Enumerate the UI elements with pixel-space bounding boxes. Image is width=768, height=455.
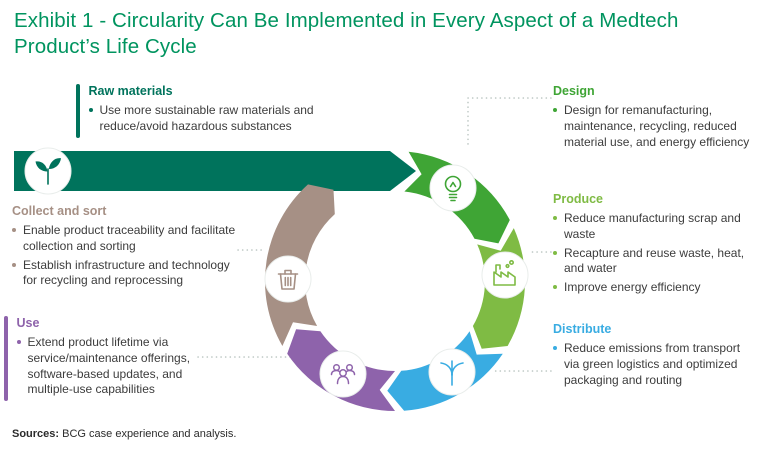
bullet-text: Extend product lifetime via service/main…: [27, 335, 191, 397]
page-title: Exhibit 1 - Circularity Can Be Implement…: [14, 9, 679, 59]
raw-materials-accent-bar: [76, 84, 80, 138]
section-produce: Produce Reduce manufacturing scrap and w…: [553, 192, 758, 299]
bullet-item: Establish infrastructure and technology …: [12, 258, 242, 290]
trash-icon: [264, 255, 312, 303]
section-raw-materials: Raw materials Use more sustainable raw m…: [76, 84, 324, 138]
sources-label: Sources:: [12, 428, 60, 440]
produce-bullets: Reduce manufacturing scrap and waste Rec…: [553, 211, 758, 296]
raw-materials-heading: Raw materials: [88, 84, 173, 98]
use-accent-bar: [4, 316, 8, 402]
bullet-text: Use more sustainable raw materials and r…: [99, 103, 314, 133]
sources-note: Sources: BCG case experience and analysi…: [12, 428, 236, 440]
bullet-dot: [553, 108, 557, 112]
distribute-heading: Distribute: [553, 322, 612, 336]
design-bullets: Design for remanufacturing, maintenance,…: [553, 103, 753, 150]
bullet-dot: [553, 216, 557, 220]
lightbulb-icon: [429, 164, 477, 212]
collect-bullets: Enable product traceability and facilita…: [12, 223, 242, 289]
distribute-bullets: Reduce emissions from transport via gree…: [553, 341, 755, 388]
bullet-item: Reduce manufacturing scrap and waste: [553, 211, 758, 243]
bullet-dot: [12, 228, 16, 232]
section-use: Use Extend product lifetime via service/…: [4, 316, 225, 402]
bullet-dot: [553, 285, 557, 290]
use-bullets: Extend product lifetime via service/main…: [16, 335, 225, 398]
people-icon: [319, 350, 367, 398]
bullet-dot: [553, 250, 557, 255]
bullet-text: Establish infrastructure and technology …: [23, 257, 230, 288]
branch-icon: [428, 348, 476, 396]
bullet-item: Recapture and reuse waste, heat, and wat…: [553, 246, 758, 278]
bullet-text: Enable product traceability and facilita…: [23, 223, 236, 253]
collect-heading: Collect and sort: [12, 204, 107, 218]
section-design: Design Design for remanufacturing, maint…: [553, 84, 753, 153]
bullet-item: Reduce emissions from transport via gree…: [553, 341, 755, 388]
bullet-item: Extend product lifetime via service/main…: [16, 335, 225, 398]
connector-design: [467, 97, 552, 148]
raw-materials-band: [14, 151, 416, 191]
sources-text: BCG case experience and analysis.: [62, 428, 237, 440]
design-heading: Design: [553, 84, 595, 98]
produce-heading: Produce: [553, 192, 604, 206]
raw-materials-bullets: Use more sustainable raw materials and r…: [88, 103, 325, 135]
bullet-text: Design for remanufacturing, maintenance,…: [564, 103, 750, 149]
bullet-text: Reduce manufacturing scrap and waste: [564, 211, 741, 241]
bullet-dot: [553, 346, 557, 350]
seedling-icon: [24, 147, 72, 195]
bullet-text: Improve energy efficiency: [564, 280, 701, 295]
bullet-dot: [16, 340, 21, 344]
section-collect-and-sort: Collect and sort Enable product traceabi…: [12, 204, 242, 292]
bullet-dot: [12, 262, 16, 267]
bullet-dot: [88, 108, 93, 112]
section-distribute: Distribute Reduce emissions from transpo…: [553, 322, 755, 391]
icon-circle: [429, 164, 477, 212]
bullet-item: Enable product traceability and facilita…: [12, 223, 242, 255]
bullet-item: Improve energy efficiency: [553, 280, 758, 296]
bullet-item: Design for remanufacturing, maintenance,…: [553, 103, 753, 150]
factory-icon: [481, 251, 529, 299]
bullet-text: Recapture and reuse waste, heat, and wat…: [564, 245, 745, 276]
icon-circle: [319, 350, 367, 398]
bullet-item: Use more sustainable raw materials and r…: [88, 103, 325, 135]
use-heading: Use: [16, 316, 40, 330]
bullet-text: Reduce emissions from transport via gree…: [564, 341, 741, 387]
